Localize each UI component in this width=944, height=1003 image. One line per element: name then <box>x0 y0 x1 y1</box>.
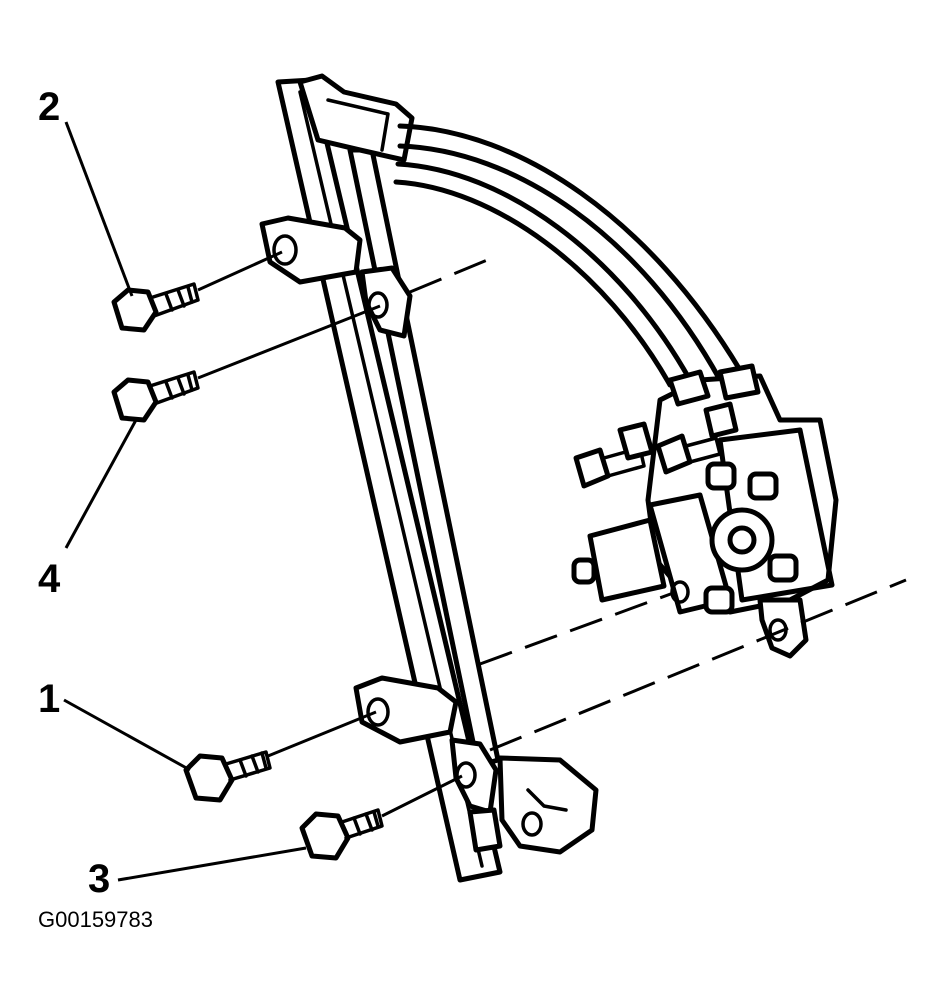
figure-id: G00159783 <box>38 907 153 932</box>
upper-mounting-tab <box>259 215 413 339</box>
callout-leaders <box>63 121 307 882</box>
cable-arm <box>393 123 743 388</box>
callout-3: 3 <box>88 857 110 901</box>
callout-2: 2 <box>38 85 60 129</box>
regulator-motor <box>571 363 839 659</box>
fastener-bolt-3 <box>299 808 384 861</box>
rail-top-cap <box>297 73 415 163</box>
motor-bolt <box>655 401 739 475</box>
callout-1: 1 <box>38 677 60 721</box>
fastener-bolt-2 <box>111 282 200 333</box>
lower-bracket <box>467 755 599 855</box>
fastener-bolt-1 <box>183 750 272 803</box>
fastener-bolt-4 <box>111 370 200 423</box>
callout-4: 4 <box>38 557 61 601</box>
installation-axis-lines <box>197 250 907 818</box>
motor-bolt <box>573 421 655 489</box>
